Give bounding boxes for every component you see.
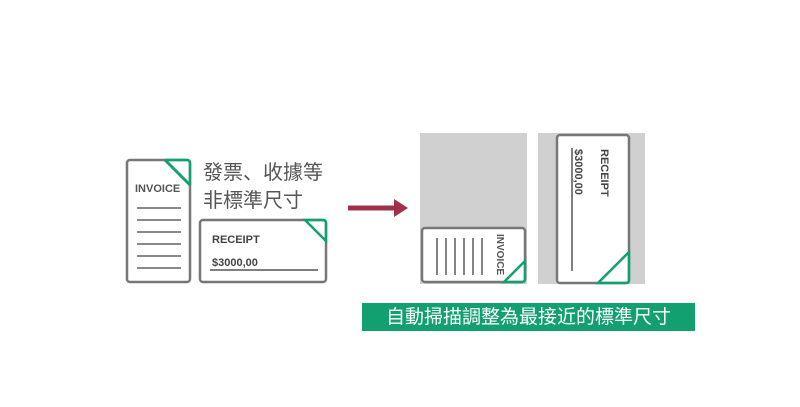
arrow-right-icon xyxy=(348,199,408,217)
invoice-document: INVOICE xyxy=(125,158,192,284)
caption-line-2: 非標準尺寸 xyxy=(203,188,303,212)
receipt-label-rotated: RECEIPT xyxy=(598,149,610,197)
caption-line-1: 發票、收據等 xyxy=(203,160,323,184)
scanned-invoice-page: INVOICE xyxy=(420,133,527,284)
invoice-label-rotated: INVOICE xyxy=(494,234,505,275)
receipt-amount: $3000,00 xyxy=(212,257,258,269)
scanned-receipt-page: RECEIPT $3000,00 xyxy=(538,133,645,285)
auto-size-banner: 自動掃描調整為最接近的標準尺寸 xyxy=(362,303,695,331)
corner-marker-icon xyxy=(163,158,192,187)
receipt-label: RECEIPT xyxy=(212,234,260,246)
receipt-amount-rotated: $3000,00 xyxy=(572,149,584,195)
receipt-document: RECEIPT $3000,00 xyxy=(198,218,328,284)
invoice-label: INVOICE xyxy=(135,183,180,195)
caption-non-standard-size: 發票、收據等 非標準尺寸 xyxy=(203,158,323,214)
